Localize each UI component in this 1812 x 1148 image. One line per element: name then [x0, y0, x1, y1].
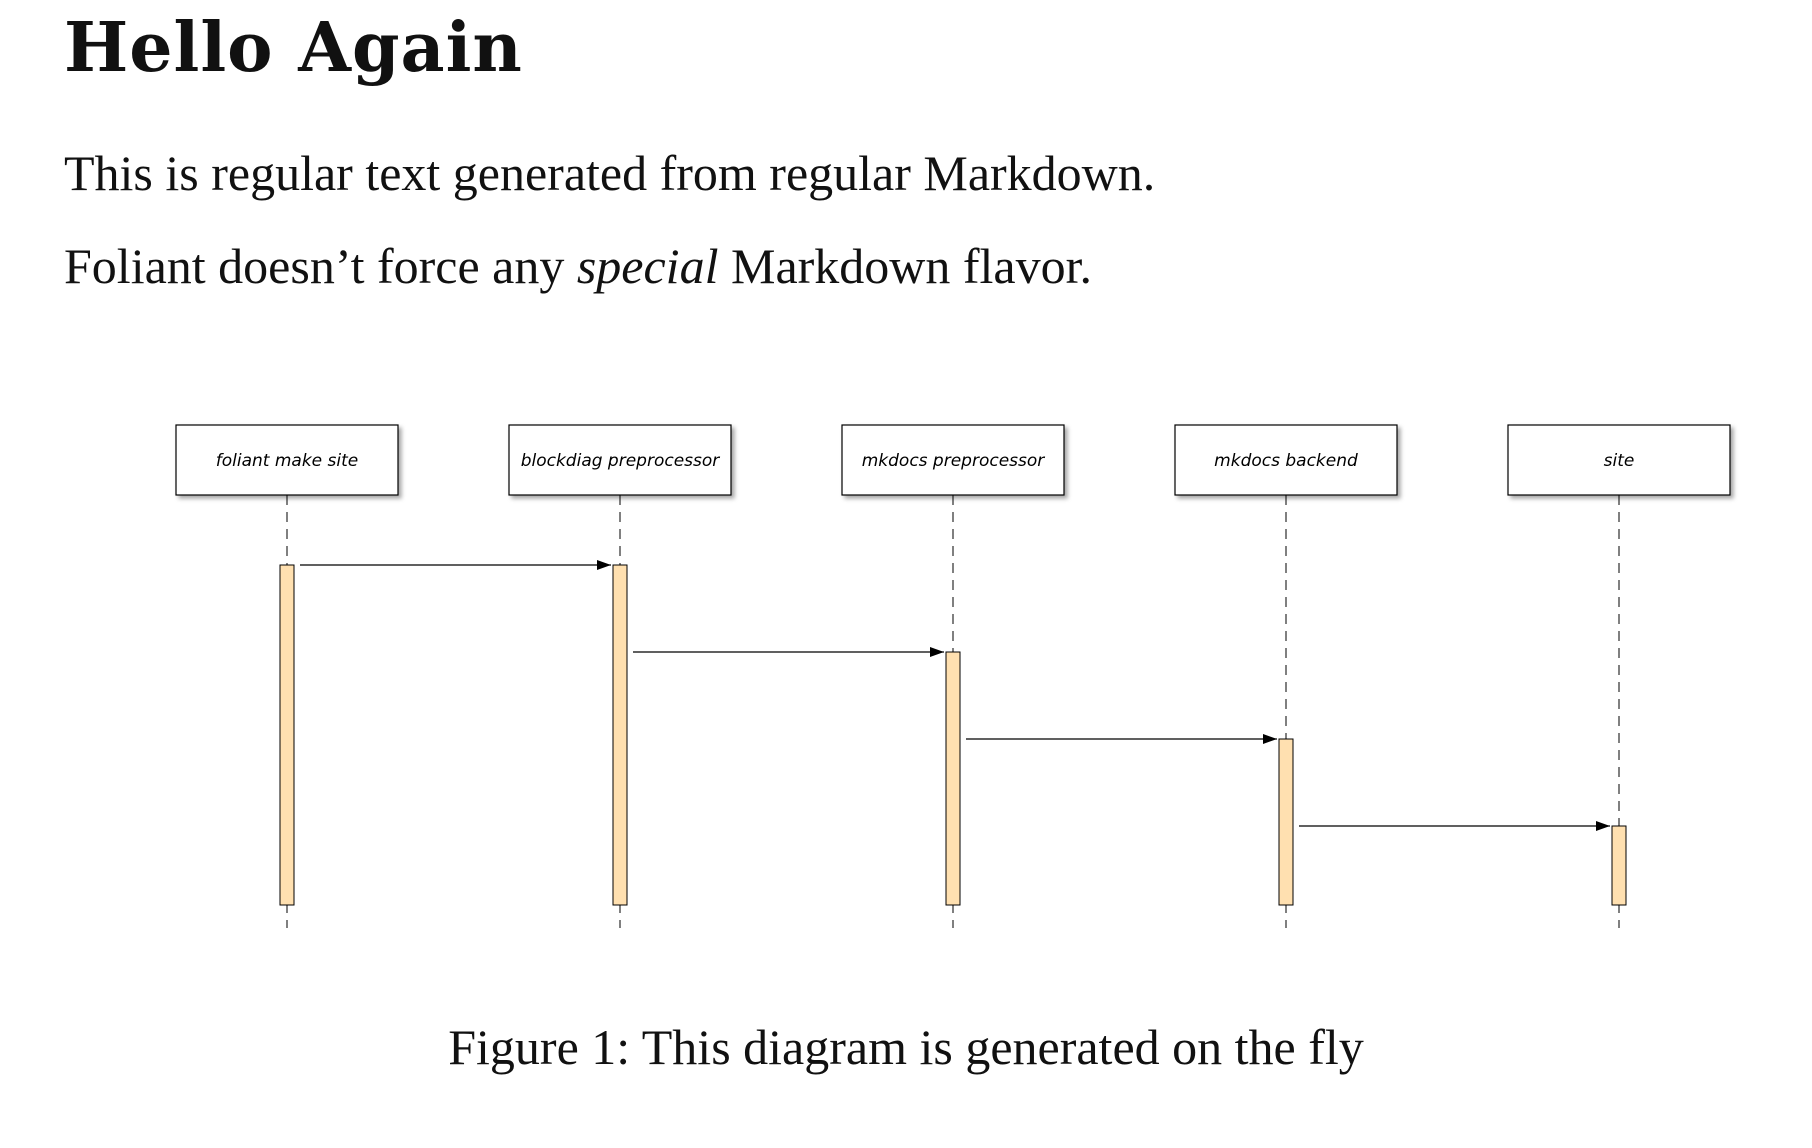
- activation-bar: [1278, 738, 1294, 906]
- activation-bar: [945, 651, 961, 906]
- figure-caption: Figure 1: This diagram is generated on t…: [448, 1019, 1364, 1075]
- activation-bar: [279, 564, 295, 906]
- paragraph-text-after: Markdown flavor.: [718, 238, 1093, 294]
- sequence-diagram: foliant make site blockdiag preprocessor m…: [175, 424, 1731, 928]
- paragraph-markdown-flavor: Foliant doesn’t force any special Markdo…: [64, 237, 1092, 295]
- actor-label: mkdocs preprocessor: [862, 451, 1046, 471]
- actor-box: [175, 424, 399, 496]
- actor-box: [1174, 424, 1398, 496]
- actor-box: [841, 424, 1065, 496]
- activation-bar: [612, 564, 628, 906]
- activation-bar: [1611, 825, 1627, 906]
- actor-box: [508, 424, 732, 496]
- paragraph-emphasis: special: [576, 238, 719, 294]
- page-title: Hello Again: [64, 8, 523, 88]
- actor-label: blockdiag preprocessor: [521, 451, 721, 471]
- paragraph-regular-text: This is regular text generated from regu…: [64, 145, 1156, 201]
- actor-label: site: [1604, 451, 1635, 471]
- actor-box: [1507, 424, 1731, 496]
- actor-label: foliant make site: [216, 451, 358, 471]
- paragraph-text-before: Foliant doesn’t force any: [64, 238, 577, 294]
- actor-label: mkdocs backend: [1214, 451, 1358, 471]
